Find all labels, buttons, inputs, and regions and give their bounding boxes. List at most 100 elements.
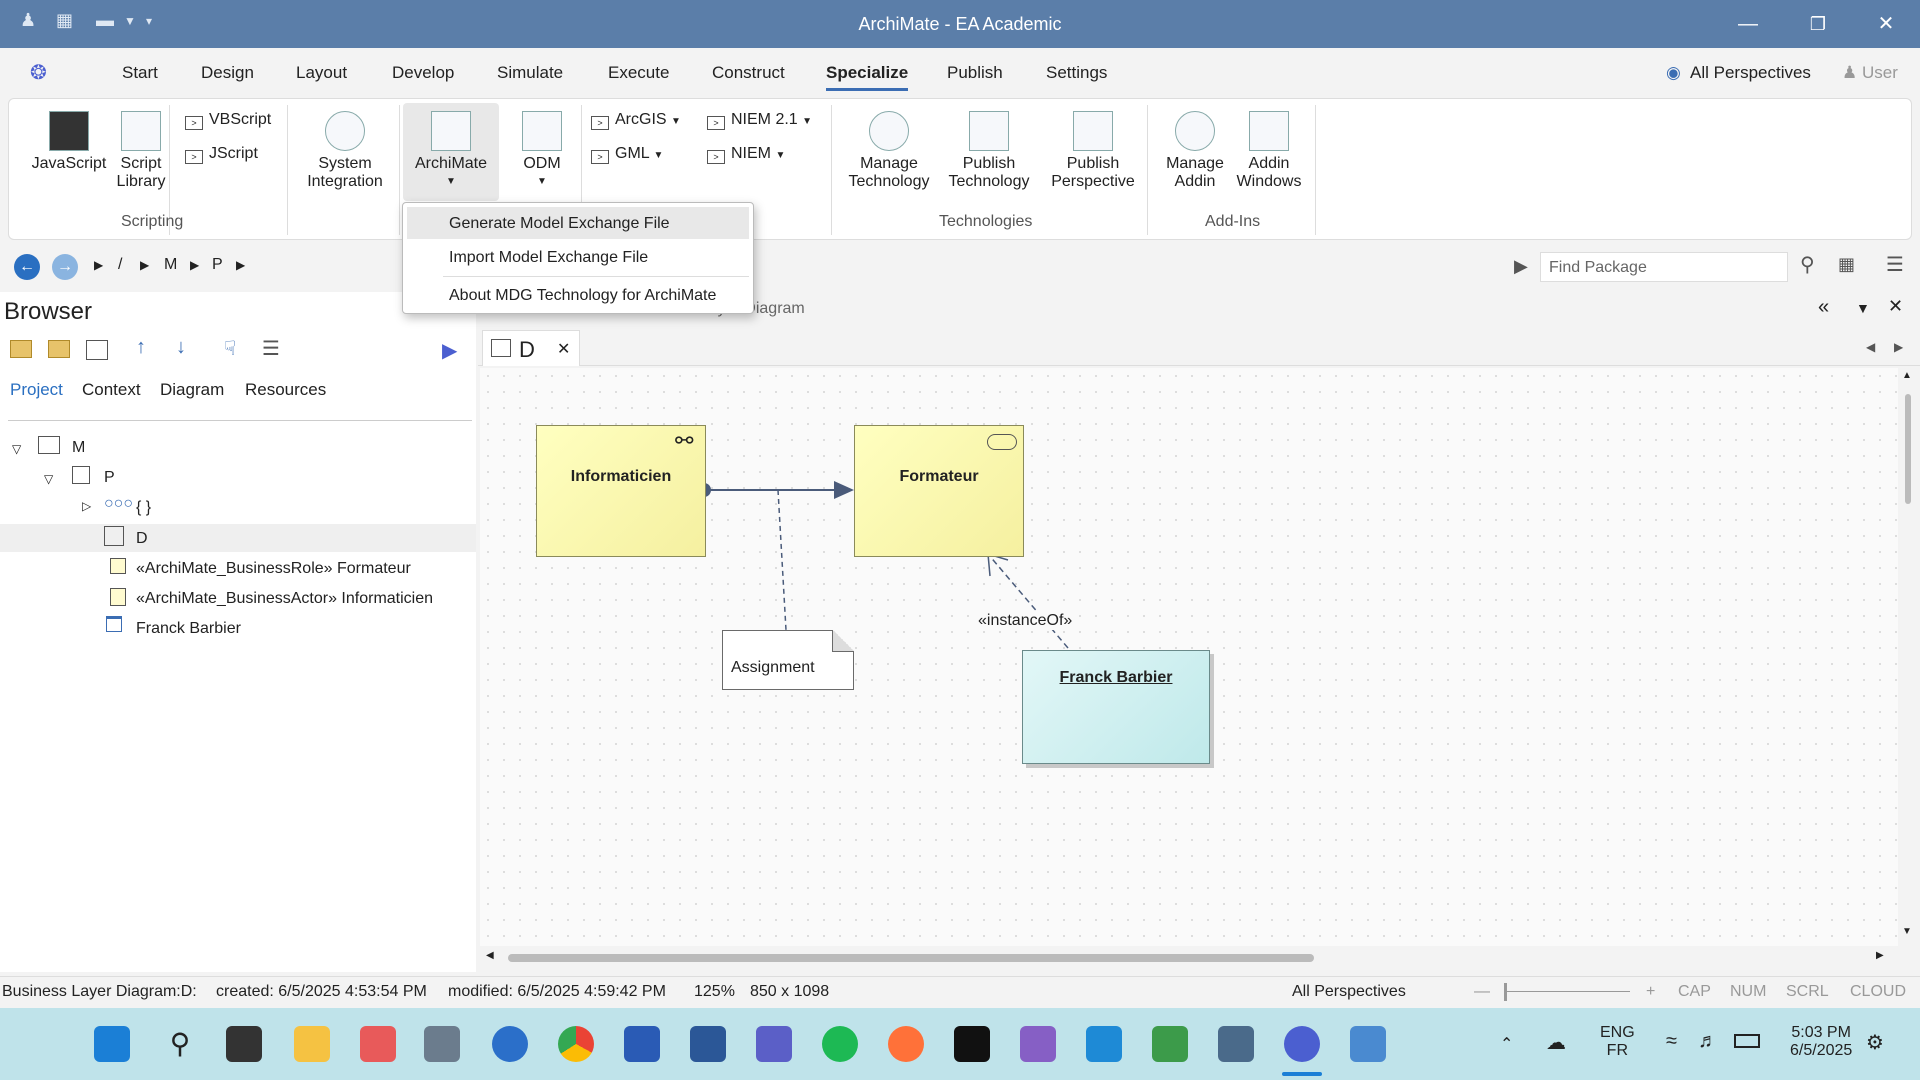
play-icon[interactable]: ▶	[1514, 256, 1528, 276]
windows-start-icon[interactable]	[94, 1026, 130, 1062]
chevron-up-icon[interactable]: ⌃	[1500, 1036, 1514, 1053]
find-package-input[interactable]: Find Package	[1540, 252, 1788, 282]
scroll-right-icon[interactable]: ▶	[1876, 950, 1884, 961]
niem-button[interactable]: >NIEM ▼	[707, 145, 785, 164]
status-perspectives[interactable]: All Perspectives	[1292, 983, 1406, 1000]
niem21-button[interactable]: >NIEM 2.1 ▼	[707, 111, 812, 130]
new-package-icon[interactable]	[10, 340, 32, 358]
user-menu[interactable]: User	[1862, 63, 1898, 82]
instanceof-connector[interactable]	[987, 553, 1069, 649]
perspectives-selector[interactable]: All Perspectives	[1690, 63, 1811, 82]
collapse-icon[interactable]: «	[1818, 296, 1830, 318]
archimate-button[interactable]: ArchiMate ▼	[403, 103, 499, 201]
scroll-thumb[interactable]	[508, 954, 1314, 962]
menu-icon[interactable]: ☰	[1886, 254, 1904, 276]
terminal-icon[interactable]	[624, 1026, 660, 1062]
publish-technology-button[interactable]: Publish Technology	[939, 111, 1039, 191]
about-mdg-technology-item[interactable]: About MDG Technology for ArchiMate	[449, 287, 717, 304]
publish-perspective-button[interactable]: Publish Perspective	[1043, 111, 1143, 191]
javascript-button[interactable]: JavaScript	[19, 111, 119, 173]
restore-button[interactable]: ❐	[1809, 14, 1827, 34]
vscode-icon[interactable]	[1086, 1026, 1122, 1062]
import-model-exchange-file-item[interactable]: Import Model Exchange File	[449, 249, 649, 266]
scroll-up-icon[interactable]: ▲	[1902, 370, 1912, 381]
addin-windows-button[interactable]: Addin Windows	[1231, 111, 1307, 191]
grid-icon[interactable]: ▦	[1838, 254, 1856, 274]
task-view-icon[interactable]	[226, 1026, 262, 1062]
tree-item-d[interactable]: D	[136, 530, 148, 547]
manage-technology-button[interactable]: Manage Technology	[839, 111, 939, 191]
tree-item-p[interactable]: P	[104, 469, 115, 486]
battery-icon[interactable]	[1734, 1034, 1760, 1048]
zoom-slider-handle[interactable]	[1504, 983, 1507, 1001]
path-root[interactable]: /	[118, 256, 123, 273]
tree-item-informaticien[interactable]: «ArchiMate_BusinessActor» Informaticien	[136, 590, 434, 607]
diagram-canvas[interactable]: Informaticien ⚯ Formateur Assignment «in…	[480, 368, 1898, 946]
notification-icon[interactable]: ⚙	[1866, 1032, 1884, 1054]
ea-app-icon[interactable]	[1284, 1026, 1320, 1062]
cloud-icon[interactable]: ☁	[1546, 1032, 1566, 1054]
tab-design[interactable]: Design	[201, 63, 254, 82]
minimize-button[interactable]: —	[1738, 13, 1758, 35]
arrow-up-icon[interactable]: ↑	[136, 336, 146, 358]
calculator-icon[interactable]	[424, 1026, 460, 1062]
volume-icon[interactable]: ♬	[1698, 1030, 1718, 1052]
browser-tab-diagram[interactable]: Diagram	[160, 380, 225, 399]
zoom-in-icon[interactable]: +	[1646, 983, 1656, 1000]
gml-button[interactable]: >GML ▼	[591, 145, 663, 164]
visual-studio-icon[interactable]	[1020, 1026, 1056, 1062]
franck-barbier-object[interactable]: Franck Barbier	[1022, 650, 1210, 764]
system-integration-button[interactable]: System Integration	[297, 111, 393, 191]
arrow-down-icon[interactable]: ↓	[176, 336, 186, 358]
generate-model-exchange-file-item[interactable]: Generate Model Exchange File	[407, 207, 749, 239]
tree-item-formateur[interactable]: «ArchiMate_BusinessRole» Formateur	[136, 560, 411, 577]
teams-icon[interactable]	[756, 1026, 792, 1062]
search-icon[interactable]: ⚲	[169, 1028, 191, 1059]
tab-publish[interactable]: Publish	[947, 63, 1003, 82]
tab-settings[interactable]: Settings	[1046, 63, 1108, 82]
assignment-note[interactable]: Assignment	[722, 630, 854, 690]
close-icon[interactable]: ✕	[1888, 296, 1904, 316]
browser-tab-context[interactable]: Context	[82, 380, 141, 399]
diagram-icon[interactable]	[86, 340, 108, 360]
script-library-button[interactable]: Script Library	[109, 111, 173, 191]
tree-item-braces[interactable]: { }	[136, 499, 152, 516]
firefox-icon[interactable]	[888, 1026, 924, 1062]
jscript-button[interactable]: >JScript	[185, 145, 258, 164]
diagram-tab[interactable]: D ✕	[482, 330, 580, 366]
odm-button[interactable]: ODM ▼	[507, 111, 577, 191]
tab-start[interactable]: Start	[122, 63, 158, 82]
word-icon[interactable]	[690, 1026, 726, 1062]
tab-simulate[interactable]: Simulate	[497, 63, 564, 82]
browser-tab-resources[interactable]: Resources	[245, 380, 327, 399]
forward-icon[interactable]: →	[52, 254, 78, 280]
zoom-out-icon[interactable]: —	[1474, 983, 1490, 1000]
horizontal-scrollbar[interactable]: ◀ ▶	[480, 946, 1898, 968]
formateur-element[interactable]: Formateur	[854, 425, 1024, 557]
snipping-tool-icon[interactable]	[360, 1026, 396, 1062]
ea-logo-icon[interactable]: ❂	[30, 62, 47, 84]
search-icon[interactable]: ⚲	[1800, 254, 1815, 276]
layout-icon[interactable]: ▦	[56, 10, 74, 30]
expand-icon[interactable]: ▽	[12, 442, 22, 456]
wifi-icon[interactable]: ≈	[1666, 1030, 1677, 1052]
back-icon[interactable]: ←	[14, 254, 40, 280]
python-idle-icon[interactable]	[1350, 1026, 1386, 1062]
scroll-down-icon[interactable]: ▼	[1902, 926, 1912, 937]
user-icon[interactable]: ♟	[20, 10, 37, 30]
chrome-icon[interactable]	[558, 1026, 594, 1062]
app-icon[interactable]	[492, 1026, 528, 1062]
tab-layout[interactable]: Layout	[296, 63, 348, 82]
file-explorer-icon[interactable]	[294, 1026, 330, 1062]
customize-icon[interactable]: ▾	[146, 14, 153, 28]
chevron-down-icon[interactable]: ▼	[1856, 300, 1870, 316]
language-indicator[interactable]: ENG FR	[1600, 1024, 1635, 1060]
python-icon[interactable]	[1218, 1026, 1254, 1062]
webstorm-icon[interactable]	[954, 1026, 990, 1062]
path-m[interactable]: M	[164, 256, 178, 273]
app-icon[interactable]	[1152, 1026, 1188, 1062]
close-button[interactable]: ✕	[1877, 13, 1895, 35]
pin-icon[interactable]: ☟	[224, 338, 237, 360]
arcgis-button[interactable]: >ArcGIS ▼	[591, 111, 681, 130]
browser-tab-project[interactable]: Project	[10, 380, 63, 399]
